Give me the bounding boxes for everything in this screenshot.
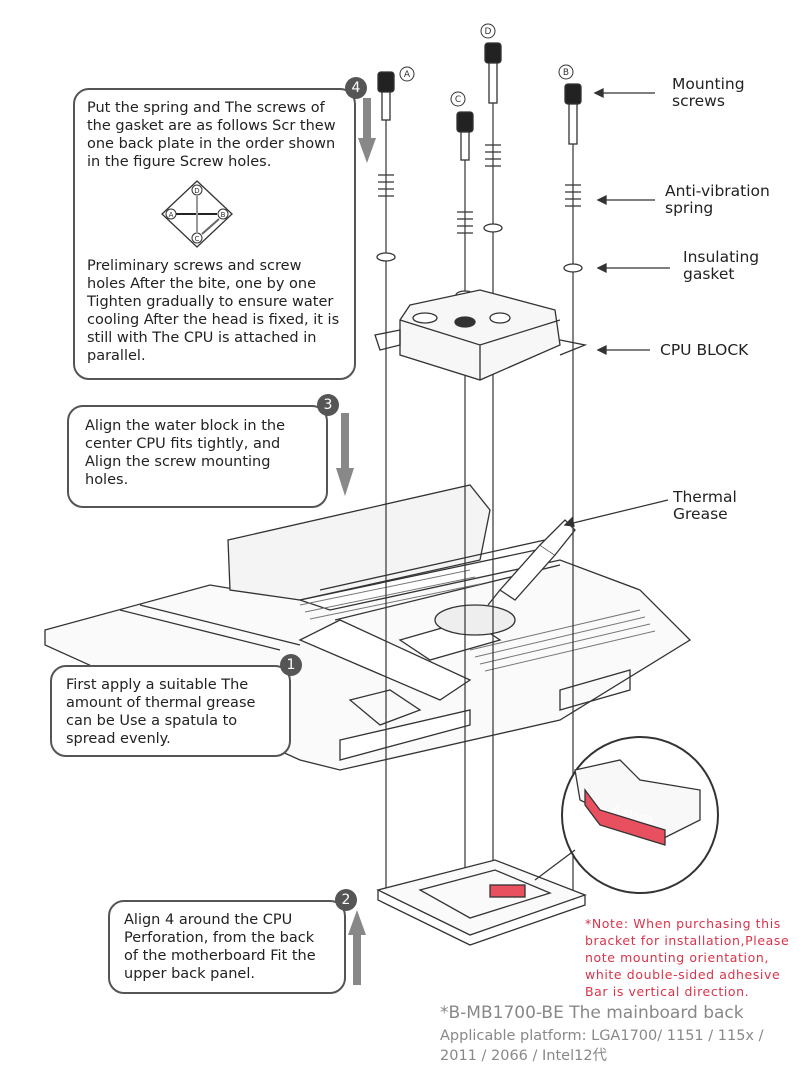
step-4-box: Put the spring and The screws of the gas…	[73, 77, 367, 380]
step-badge: 4	[345, 77, 367, 99]
springs	[378, 144, 581, 234]
label-spring: Anti-vibration spring	[665, 182, 770, 217]
order-letter-c: C	[195, 235, 200, 243]
screw-letter-b: B	[563, 68, 569, 78]
step-badge: 3	[317, 394, 339, 416]
label-cpu-block: CPU BLOCK	[660, 341, 749, 359]
screw-letters	[399, 23, 574, 107]
step-4-text-2: Preliminary screws and screw holes After…	[87, 258, 340, 364]
step-2-text: Align 4 around the CPU Perforation, from…	[124, 912, 316, 982]
step-3-text: Align the water block in the center CPU …	[85, 418, 286, 488]
cpu-block	[374, 289, 588, 381]
order-letter-d: D	[194, 187, 199, 195]
gaskets	[376, 223, 583, 300]
step-badge: 2	[335, 889, 357, 911]
screw-letter-c: C	[455, 95, 461, 105]
order-letter-b: B	[221, 211, 226, 219]
order-letter-a: A	[169, 211, 174, 219]
direction-arrows	[336, 98, 376, 985]
thermal-grease-syringe	[487, 519, 576, 606]
platform-text: Applicable platform: LGA1700/ 1151 / 115…	[440, 1028, 764, 1064]
step-2-box: Align 4 around the CPU Perforation, from…	[108, 889, 357, 994]
step-4-text: Put the spring and The screws of the gas…	[87, 100, 336, 170]
label-thermal-grease: Thermal Grease	[673, 488, 737, 523]
label-gasket: Insulating gasket	[683, 248, 760, 283]
step-1-text: First apply a suitable The amount of the…	[66, 677, 256, 747]
step-1-box: First apply a suitable The amount of the…	[50, 654, 302, 757]
screw-order-diagram: A B C D	[161, 180, 233, 248]
detail-magnifier	[534, 736, 719, 894]
label-arrows	[563, 87, 670, 527]
screw-letter-d: D	[485, 27, 492, 37]
mounting-note: *Note: When purchasing this bracket for …	[585, 916, 790, 999]
step-3-box: Align the water block in the center CPU …	[67, 394, 339, 508]
model-title: *B-MB1700-BE The mainboard back	[440, 1003, 744, 1023]
mounting-screws	[377, 42, 582, 161]
backplate	[376, 859, 587, 946]
label-mounting-screws: Mounting screws	[672, 75, 745, 110]
step-badge: 1	[280, 654, 302, 676]
screw-letter-a: A	[404, 70, 411, 80]
